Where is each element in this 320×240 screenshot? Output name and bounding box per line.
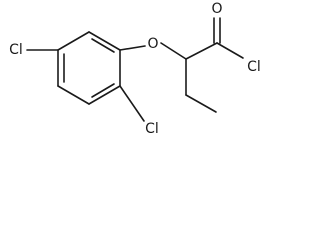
bond-ring-cl-bottom — [119, 85, 145, 122]
atom-labels: Cl Cl O O Cl — [9, 1, 261, 137]
ring-bond — [57, 85, 90, 105]
atom-o-carbonyl: O — [211, 1, 222, 17]
ring-bond — [57, 31, 90, 51]
atom-cl-acyl: Cl — [247, 59, 261, 75]
bond-ring-o-ether — [119, 45, 146, 51]
ring-inner-double-bond — [91, 38, 115, 53]
ring-bond — [88, 85, 121, 105]
ring-bond — [88, 31, 121, 51]
bond-o-alpha-carbon — [160, 42, 187, 60]
ring-inner-double-bond — [91, 83, 115, 98]
atom-cl-ring-left: Cl — [9, 42, 23, 58]
bond-ethyl-methyl — [185, 94, 217, 113]
atom-o-ether: O — [147, 36, 158, 52]
atom-cl-ring-bottom: Cl — [145, 121, 159, 137]
bond-carbonyl-cl — [216, 42, 244, 59]
chemical-structure: Cl Cl O O Cl — [9, 1, 261, 137]
bonds — [26, 17, 244, 122]
bond-alpha-carbonyl — [185, 42, 218, 60]
